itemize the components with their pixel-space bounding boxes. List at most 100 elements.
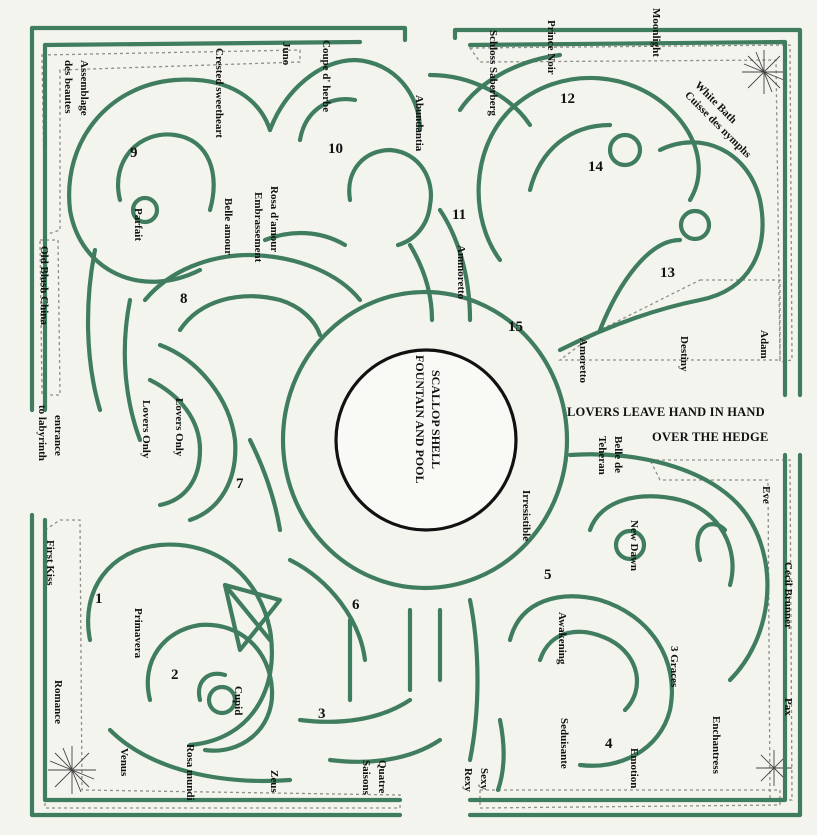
number-label: 14 — [588, 159, 603, 175]
rose-label: Juno — [280, 42, 292, 66]
hedge-lobe-11 — [347, 147, 434, 248]
hedge-ridge-12 — [427, 72, 533, 128]
hedge-lobe-14-inner — [527, 122, 613, 193]
number-label: 2 — [171, 667, 179, 683]
rose-label: Assemblage — [78, 60, 90, 116]
planting-top-right — [468, 44, 793, 363]
number-label: 8 — [180, 291, 188, 307]
hedge-ring-cupid — [206, 684, 238, 716]
rose-label: Lovers Only — [140, 400, 152, 459]
number-label: 12 — [560, 91, 575, 107]
rose-label: Abundantia — [413, 95, 425, 152]
rose-label: Embrassement — [252, 192, 264, 263]
hedge-lobe-14 — [476, 75, 701, 263]
rose-label: Parfait — [132, 208, 144, 241]
number-label: 13 — [660, 265, 675, 281]
hedge-ring-14 — [607, 132, 643, 168]
hedge-lobe-4 — [507, 594, 674, 768]
hedge-arm-8-lower — [177, 294, 323, 338]
hedge-ring-9 — [130, 195, 160, 225]
rose-label: Old Blush China — [38, 246, 50, 325]
number-label: 5 — [544, 567, 552, 583]
rose-label: Enchantress — [710, 716, 722, 774]
rose-label: Lovers Only — [173, 398, 185, 457]
hedge-triangle-line — [222, 582, 273, 643]
rose-label: Saisons — [360, 760, 372, 795]
rose-label: Schloss Saberberg — [487, 30, 499, 116]
number-label: 4 — [605, 736, 613, 752]
rose-label: First Kiss — [44, 540, 56, 586]
hedge-ring-3-graces — [613, 528, 647, 562]
hedge-inner-bottom — [42, 517, 403, 803]
planting-bottom-right — [479, 789, 781, 809]
hedge-lobe-5 — [567, 452, 770, 683]
hedge-lobe-9 — [67, 77, 273, 284]
rose-label: Irresistible — [520, 490, 532, 542]
hedge-lovers-only-2 — [147, 377, 203, 508]
rose-label: Awakening — [556, 612, 568, 665]
rose-label: Ammoretto — [455, 245, 467, 300]
rose-label: Primavera — [132, 608, 144, 659]
hedge-lobe-spiral — [695, 522, 728, 563]
hedge-lobe-4-inner — [537, 629, 640, 713]
hedge-curve-left-2 — [122, 297, 143, 443]
rose-label: Belle amour — [222, 198, 234, 256]
hedge-lower-arc — [287, 557, 368, 663]
hedge-7-arm — [247, 437, 283, 533]
number-label: 3 — [318, 706, 326, 722]
hedge-outer-right-lower — [467, 452, 803, 818]
hedge-bottom-sweep — [107, 727, 293, 784]
hedge-ring-13 — [678, 208, 712, 242]
rose-label: Amoretto — [577, 338, 589, 383]
planting-left — [39, 239, 61, 396]
rose-label: Adam — [758, 330, 770, 359]
rose-label: Seduisante — [558, 718, 570, 769]
rose-label: Zeus — [268, 770, 280, 793]
hedge-upper-mid — [262, 231, 348, 248]
hedge-outer-top-left — [29, 25, 408, 43]
planting-right-upper — [558, 279, 781, 361]
rose-label: Rosa mundi — [184, 744, 196, 801]
star-plant-bottom-left — [48, 746, 96, 794]
number-label: 10 — [328, 141, 343, 157]
number-label: 1 — [95, 591, 103, 607]
rose-label: Coupe d' herbe — [320, 40, 332, 113]
rose-label: Crested sweetheart — [213, 48, 225, 138]
entrance-line-2: to labyrinth — [36, 405, 48, 461]
hedge-lobe-9-inner — [116, 132, 216, 213]
rose-label: Cecil Brunner — [782, 562, 794, 629]
hedge-outer-top-right — [452, 27, 803, 398]
hedge-pool-ring — [280, 289, 570, 591]
center-label-2: FOUNTAIN AND POOL — [413, 355, 427, 484]
hedge-arm-8 — [142, 252, 363, 303]
hedge-lower-mid — [297, 697, 413, 724]
hedge-lower-right-vert-1 — [467, 597, 480, 763]
rose-label: Emotion — [628, 748, 640, 789]
hedge-lobe-13-inner — [597, 237, 683, 333]
hedge-lobe-2 — [145, 622, 275, 753]
hedge-outer-left-lower — [29, 512, 403, 818]
rose-label: Destiny — [678, 336, 690, 372]
hedge-lower-mid-2 — [327, 737, 443, 764]
rose-label: Rosa d'amour — [268, 186, 280, 253]
hedge-lovers-only — [157, 342, 238, 523]
hedges — [29, 25, 803, 818]
rose-label: Quatre — [376, 760, 388, 794]
hedge-lobe-10 — [267, 57, 423, 133]
hedge-upper-right-arc — [457, 52, 563, 113]
number-label: 15 — [508, 319, 523, 335]
rose-label: 3 Graces — [668, 646, 680, 688]
hedge-curve-left — [85, 247, 103, 413]
rose-label: Cupid — [232, 686, 244, 716]
hedge-lobe-1 — [86, 542, 274, 748]
number-label: 9 — [130, 145, 138, 161]
hedge-lobe-13 — [557, 140, 765, 353]
fountain-pool — [334, 348, 518, 532]
rose-label: Teheran — [596, 436, 608, 475]
hedge-inner-top — [42, 39, 363, 48]
hedge-lines-11b — [407, 242, 435, 323]
number-label: 7 — [236, 476, 244, 492]
hedge-lobe-5-inner — [587, 494, 735, 588]
rose-label: Prince Noir — [545, 20, 557, 75]
